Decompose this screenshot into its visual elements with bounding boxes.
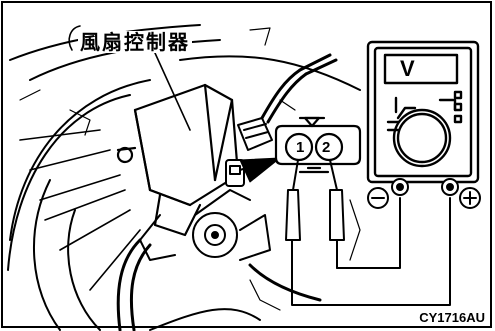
meter-terminals xyxy=(367,178,481,209)
component-label: 風扇控制器 xyxy=(78,30,192,54)
fan-shroud xyxy=(7,24,361,331)
connector-pin-2-label: 2 xyxy=(322,139,331,156)
label-leader xyxy=(68,25,191,131)
lower-hoses xyxy=(116,238,322,331)
multimeter xyxy=(366,40,480,184)
pointer-arrow xyxy=(239,157,281,183)
controller-plug xyxy=(237,117,273,151)
fan-blades xyxy=(19,129,141,291)
test-leads xyxy=(291,197,451,306)
connector-pin-1-label: 1 xyxy=(296,139,305,156)
meter-display-glyph: V xyxy=(400,56,415,81)
fan-motor xyxy=(139,159,271,261)
diagram-frame xyxy=(1,1,492,328)
fan-controller-body xyxy=(116,83,240,237)
probe-left xyxy=(285,159,301,301)
harness-connector xyxy=(274,116,362,174)
wire-harness xyxy=(260,53,338,124)
engine-detail xyxy=(19,27,361,311)
figure-code: CY1716AU xyxy=(419,310,485,325)
probe-right xyxy=(329,159,345,269)
